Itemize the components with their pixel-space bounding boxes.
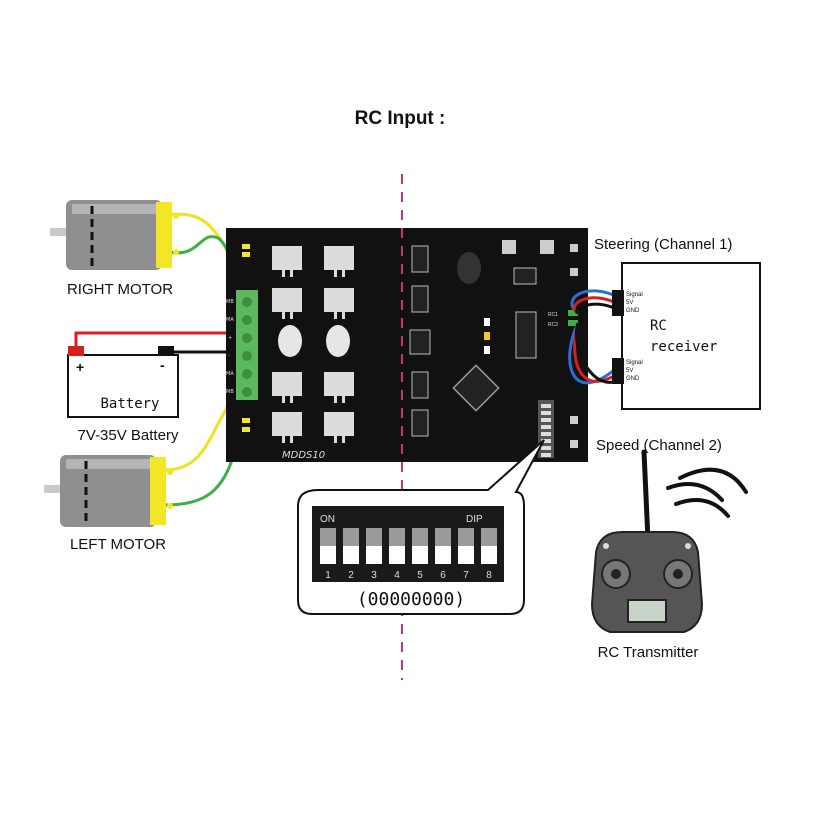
receiver-pin-gnd-top: GND [626, 308, 640, 314]
receiver-pin-5v-top: 5V [626, 300, 633, 306]
right-motor-label: RIGHT MOTOR [67, 281, 173, 298]
battery: + - [67, 346, 179, 418]
dip-position-6: 6 [440, 570, 446, 581]
transmitter-label: RC Transmitter [598, 644, 699, 661]
battery-label: Battery [100, 396, 159, 412]
left-motor-label: LEFT MOTOR [70, 536, 166, 553]
dip-position-1: 1 [325, 570, 331, 581]
svg-text:+: + [76, 359, 84, 375]
dip-setting-text: (00000000) [357, 589, 465, 610]
dip-position-7: 7 [463, 570, 469, 581]
receiver-pin-5v-bottom: 5V [626, 368, 633, 374]
terminal-label-ma-bottom: MA [226, 371, 234, 377]
terminal-block [236, 290, 258, 400]
terminal-label-ma-top: MA [226, 317, 234, 323]
receiver-pin-signal-bottom: Signal [626, 360, 643, 366]
dip-position-4: 4 [394, 570, 400, 581]
dip-on-label: ON [320, 514, 335, 525]
terminal-label-minus: - [228, 353, 230, 359]
terminal-label-mb-top: MB [226, 299, 234, 305]
right-motor [50, 200, 179, 270]
terminal-label-plus: + [228, 335, 232, 341]
header-label-rc1: RC1 [548, 312, 558, 318]
dip-position-3: 3 [371, 570, 377, 581]
dip-dip-label: DIP [466, 514, 483, 525]
driver-board: RC1 RC2 MB MA + - MA MB MDDS10 [226, 228, 588, 462]
steering-label: Steering (Channel 1) [594, 236, 732, 253]
diagram-title: RC Input : [355, 108, 446, 129]
receiver-pin-signal-top: Signal [626, 292, 643, 298]
dip-position-5: 5 [417, 570, 423, 581]
dip-position-2: 2 [348, 570, 354, 581]
dip-callout [297, 439, 545, 615]
speed-label: Speed (Channel 2) [596, 437, 722, 454]
receiver-label-line2: receiver [650, 339, 717, 355]
receiver-label-line1: RC [650, 318, 667, 334]
dip-switch-levers [320, 546, 497, 564]
rc-receiver [612, 262, 761, 410]
header-label-rc2: RC2 [548, 322, 558, 328]
battery-range-label: 7V-35V Battery [78, 427, 179, 444]
receiver-pin-gnd-bottom: GND [626, 376, 640, 382]
terminal-label-mb-bottom: MB [226, 389, 234, 395]
svg-text:-: - [160, 357, 165, 373]
board-name: MDDS10 [282, 450, 325, 461]
dip-position-8: 8 [486, 570, 492, 581]
left-motor [44, 455, 173, 527]
rc-transmitter [590, 449, 704, 633]
signal-waves-icon [666, 467, 748, 518]
